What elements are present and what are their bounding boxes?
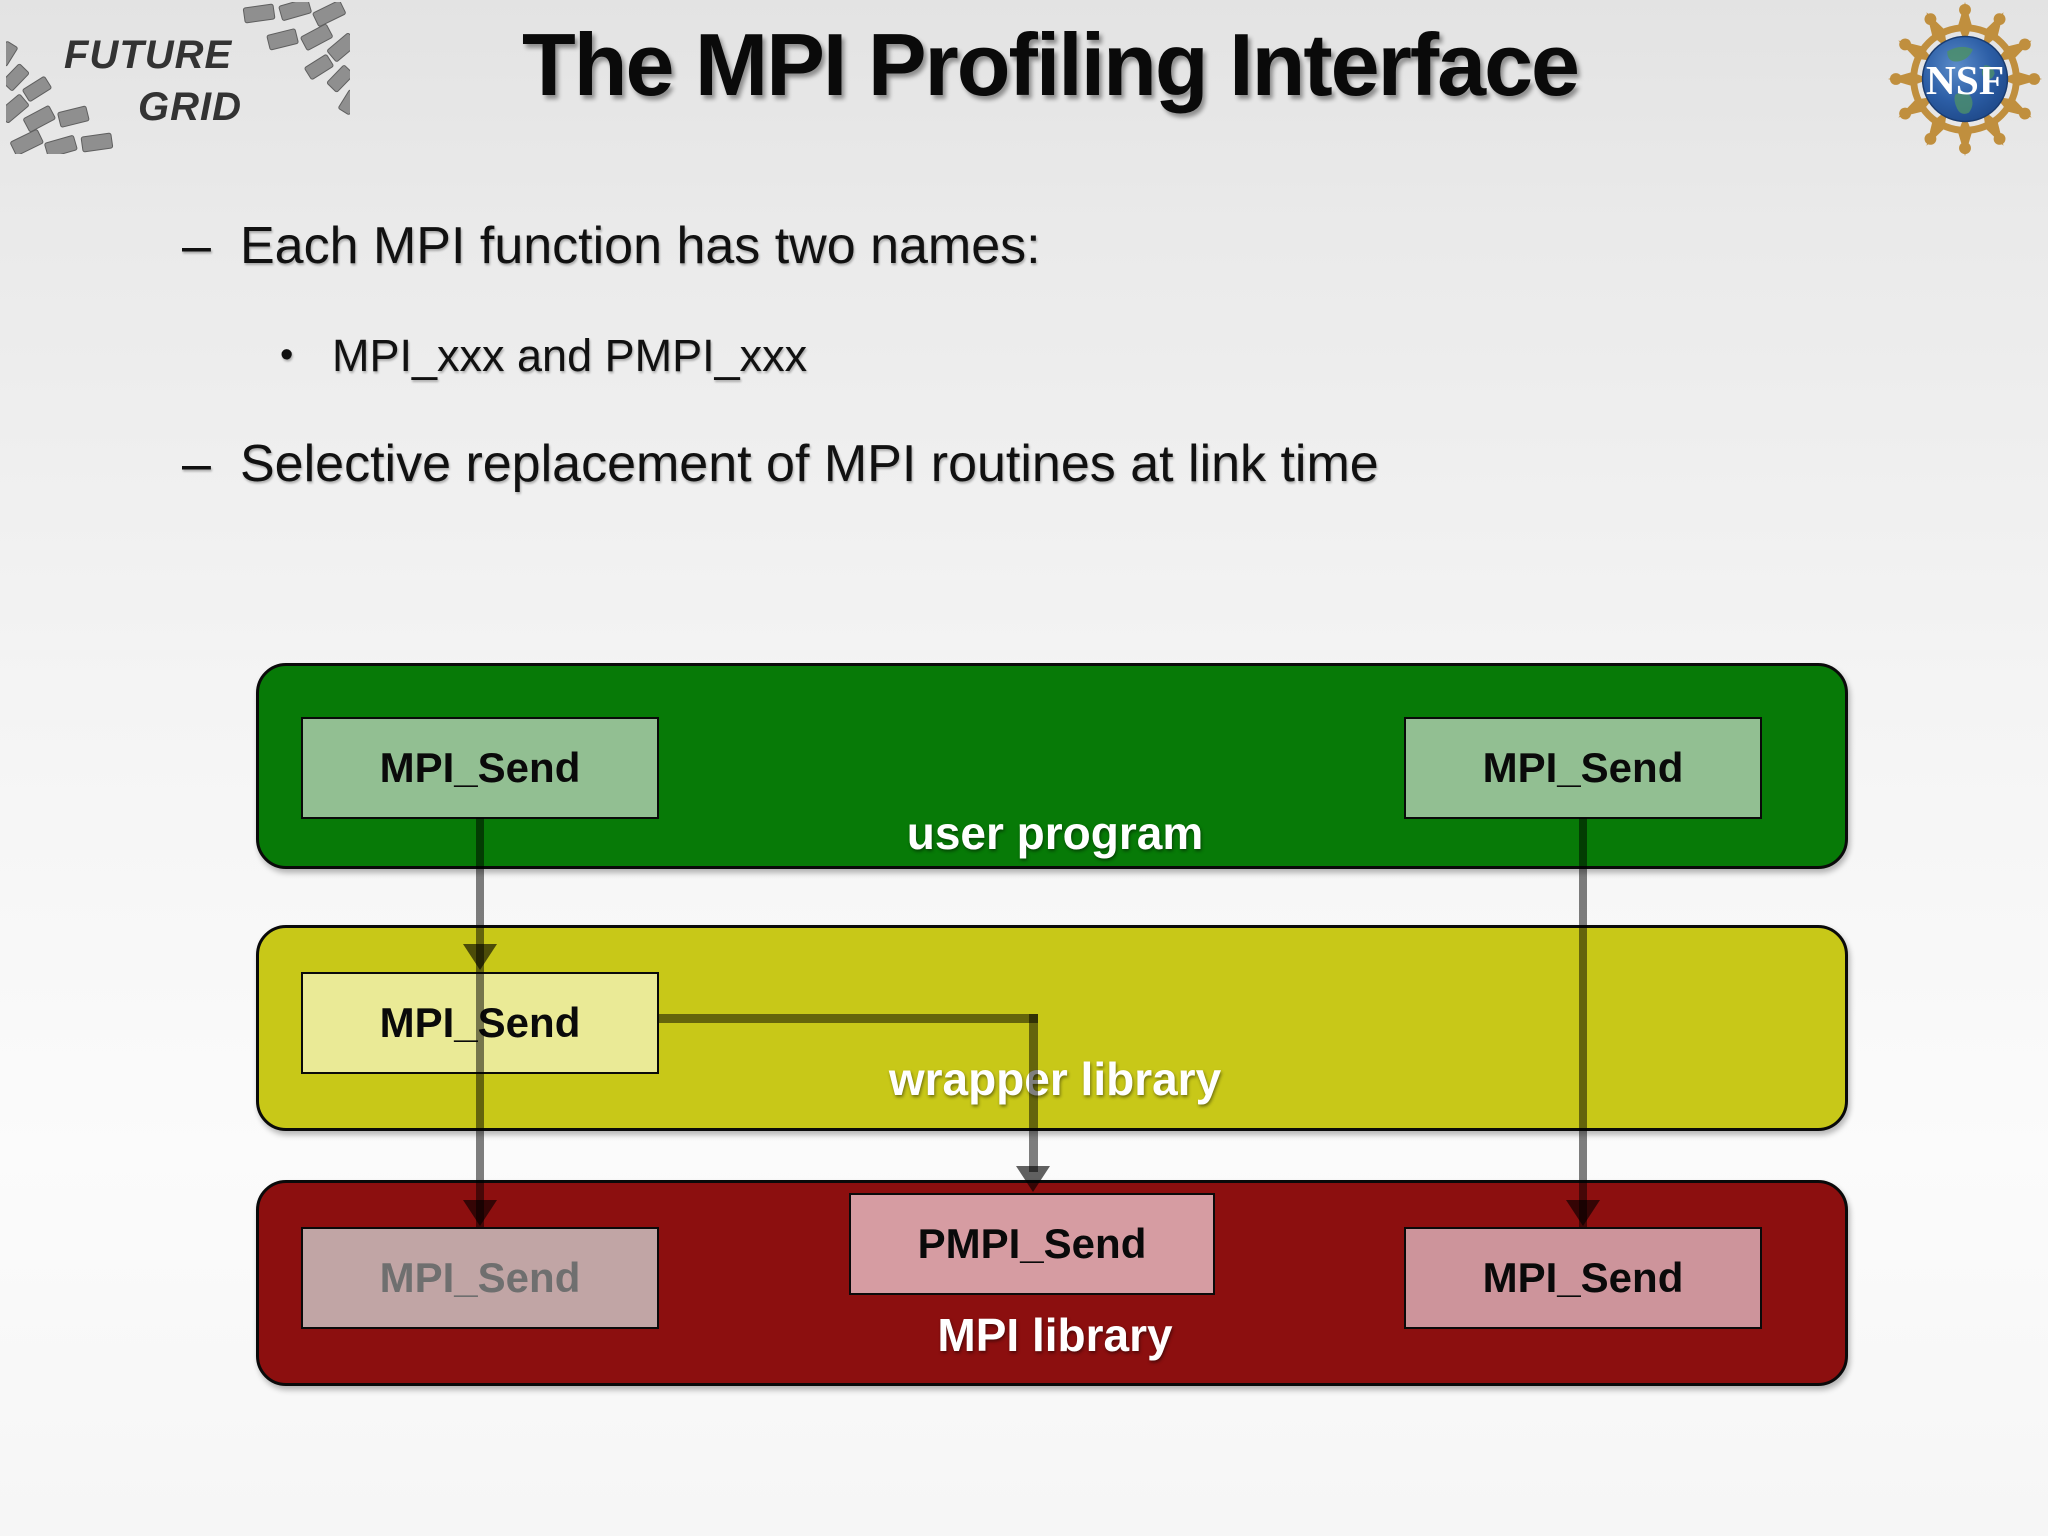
nsf-logo-text: NSF [1926,57,2004,103]
nsf-starburst [1887,1,2043,157]
box-mpi-send-user-left: MPI_Send [301,717,659,819]
arrow-down-icon [463,944,497,970]
bullet-dot-marker: • [280,334,294,376]
arrow-down-icon [1566,1200,1600,1226]
connector-elbow-horizontal [659,1014,1038,1023]
futuregrid-logo-line1: FUTURE [64,33,233,77]
futuregrid-logo: FUTURE GRID [6,2,350,154]
box-pmpi-send-library: PMPI_Send [849,1193,1215,1295]
bullet-dash-marker: – [182,435,211,493]
bullet-item: – Selective replacement of MPI routines … [182,434,1379,494]
arrow-down-icon [463,1200,497,1226]
box-mpi-send-user-right: MPI_Send [1404,717,1762,819]
bullet-text: Each MPI function has two names: [240,217,1041,275]
sub-bullet-item: • MPI_xxx and PMPI_xxx [280,330,807,382]
bullet-text: Selective replacement of MPI routines at… [240,435,1379,493]
connector-right-vertical [1579,818,1587,1227]
band-label-mpi-library: MPI library [937,1309,1173,1361]
futuregrid-tiles-icon [242,2,350,115]
nsf-logo-icon: NSF [1887,1,2043,157]
connector-left-vertical [476,818,484,1227]
sub-bullet-text: MPI_xxx and PMPI_xxx [332,330,808,381]
band-label-wrapper-library: wrapper library [888,1053,1222,1105]
box-mpi-send-library-left: MPI_Send [301,1227,659,1329]
arrow-down-icon [1016,1166,1050,1192]
bullet-item: – Each MPI function has two names: [182,216,1041,276]
box-mpi-send-library-right: MPI_Send [1404,1227,1762,1329]
slide-title: The MPI Profiling Interface [522,15,1580,114]
connector-elbow-vertical [1029,1014,1038,1172]
futuregrid-logo-line2: GRID [138,85,242,129]
bullet-dash-marker: – [182,217,211,275]
band-label-user-program: user program [906,807,1204,859]
